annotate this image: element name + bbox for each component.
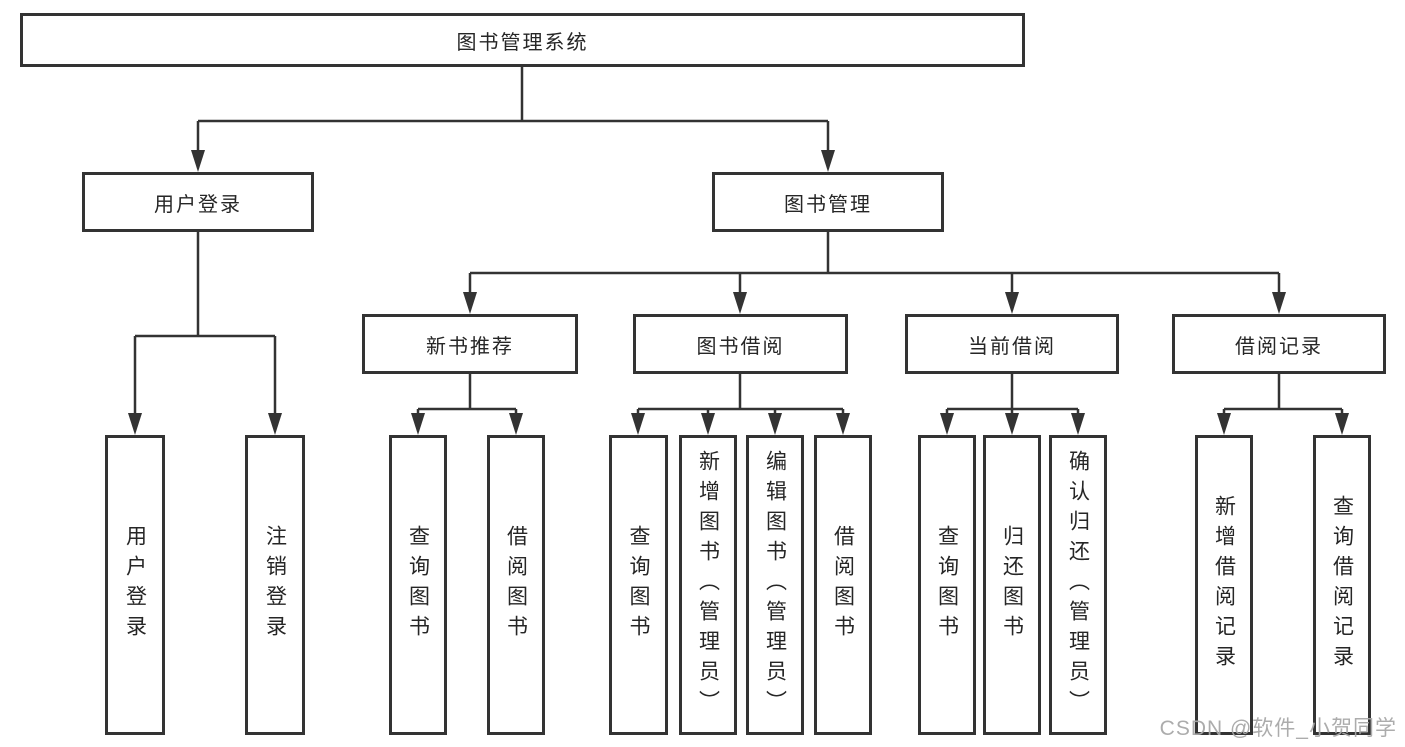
leaf-return-books: 归还图书 [983, 435, 1041, 735]
leaf-add-books-admin: 新增图书（管理员） [679, 435, 737, 735]
leaf-add-borrow-record: 新增借阅记录 [1195, 435, 1253, 735]
leaf-label: 查询图书 [935, 525, 959, 645]
leaf-label: 新增借阅记录 [1212, 495, 1236, 675]
leaf-label: 确认归还（管理员） [1066, 450, 1090, 720]
leaf-label: 借阅图书 [504, 525, 528, 645]
leaf-edit-books-admin: 编辑图书（管理员） [746, 435, 804, 735]
leaf-query-books-current: 查询图书 [918, 435, 976, 735]
leaf-query-books-recommend: 查询图书 [389, 435, 447, 735]
node-user-login-branch: 用户登录 [82, 172, 314, 232]
leaf-query-books-borrowing: 查询图书 [609, 435, 668, 735]
node-label: 借阅记录 [1235, 335, 1323, 358]
leaf-query-borrow-record: 查询借阅记录 [1313, 435, 1371, 735]
node-label: 新书推荐 [426, 335, 514, 358]
leaf-confirm-return-admin: 确认归还（管理员） [1049, 435, 1107, 735]
leaf-borrow-books: 借阅图书 [814, 435, 872, 735]
leaf-label: 查询图书 [406, 525, 430, 645]
csdn-watermark: CSDN @软件_小贺同学 [1159, 717, 1397, 740]
node-book-borrowing: 图书借阅 [633, 314, 848, 374]
leaf-label: 编辑图书（管理员） [763, 450, 787, 720]
node-label: 图书借阅 [696, 335, 785, 358]
node-borrowing-records: 借阅记录 [1172, 314, 1386, 374]
node-label: 图书管理系统 [456, 31, 589, 54]
leaf-label: 注销登录 [263, 525, 287, 645]
node-label: 当前借阅 [968, 335, 1056, 358]
leaf-label: 查询借阅记录 [1330, 495, 1354, 675]
node-current-borrowing: 当前借阅 [905, 314, 1119, 374]
node-label: 用户登录 [154, 193, 242, 216]
leaf-label: 借阅图书 [831, 525, 855, 645]
leaf-logout: 注销登录 [245, 435, 305, 735]
node-label: 图书管理 [784, 193, 872, 216]
leaf-label: 用户登录 [123, 525, 147, 645]
leaf-label: 新增图书（管理员） [696, 450, 720, 720]
node-book-management-branch: 图书管理 [712, 172, 944, 232]
node-book-management-system: 图书管理系统 [20, 13, 1025, 67]
leaf-borrow-books-recommend: 借阅图书 [487, 435, 545, 735]
leaf-label: 归还图书 [1000, 525, 1024, 645]
node-new-book-recommend: 新书推荐 [362, 314, 578, 374]
leaf-label: 查询图书 [627, 525, 650, 645]
leaf-user-login: 用户登录 [105, 435, 165, 735]
